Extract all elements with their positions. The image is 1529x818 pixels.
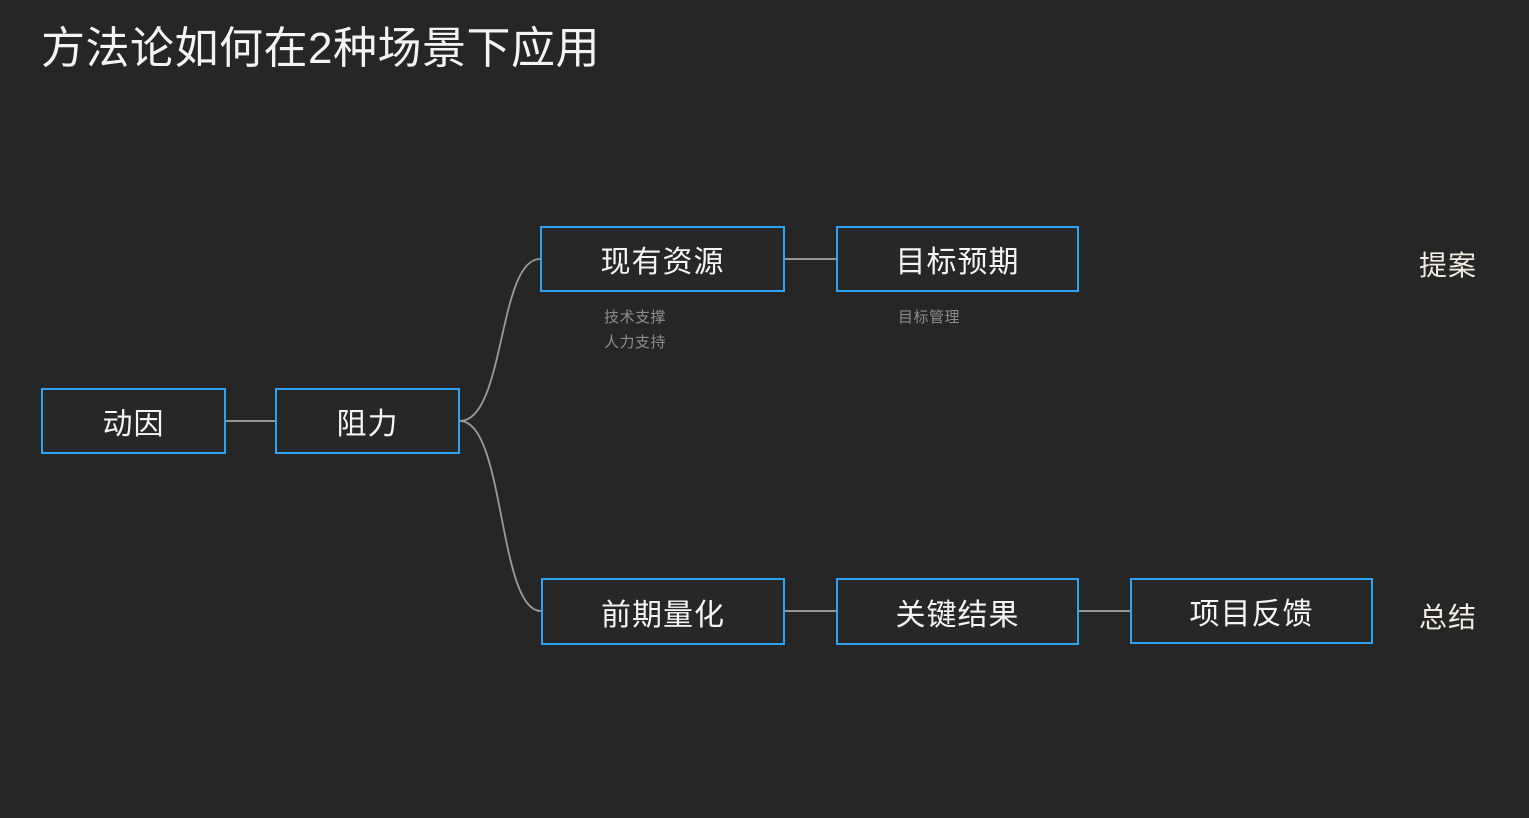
- connector-resistance-existing-resources: [459, 258, 541, 422]
- node-resistance-label: 阻力: [336, 408, 399, 441]
- side-label-summary: 总结: [1419, 602, 1478, 633]
- side-label-proposal: 提案: [1419, 250, 1478, 281]
- node-target-expectation[interactable]: 目标预期: [836, 226, 1079, 292]
- node-key-results-label: 关键结果: [895, 598, 1020, 632]
- node-target-expectation-label: 目标预期: [895, 246, 1020, 279]
- node-early-quantification[interactable]: 前期量化: [541, 578, 785, 645]
- node-early-quantification-label: 前期量化: [601, 598, 725, 632]
- node-motivation-label: 动因: [102, 408, 165, 441]
- node-project-feedback-label: 项目反馈: [1189, 598, 1314, 631]
- node-key-results[interactable]: 关键结果: [836, 578, 1079, 645]
- node-project-feedback[interactable]: 项目反馈: [1130, 578, 1373, 644]
- annotation-target-expectation: 目标管理: [898, 309, 961, 326]
- node-existing-resources[interactable]: 现有资源: [540, 226, 785, 292]
- node-existing-resources-label: 现有资源: [600, 246, 725, 279]
- connector-resistance-early-quantification: [459, 420, 542, 612]
- node-motivation[interactable]: 动因: [41, 388, 226, 454]
- node-resistance[interactable]: 阻力: [275, 388, 460, 454]
- annotation-existing-resources: 技术支撑 人力支持: [604, 309, 667, 351]
- page-title: 方法论如何在2种场景下应用: [41, 24, 600, 73]
